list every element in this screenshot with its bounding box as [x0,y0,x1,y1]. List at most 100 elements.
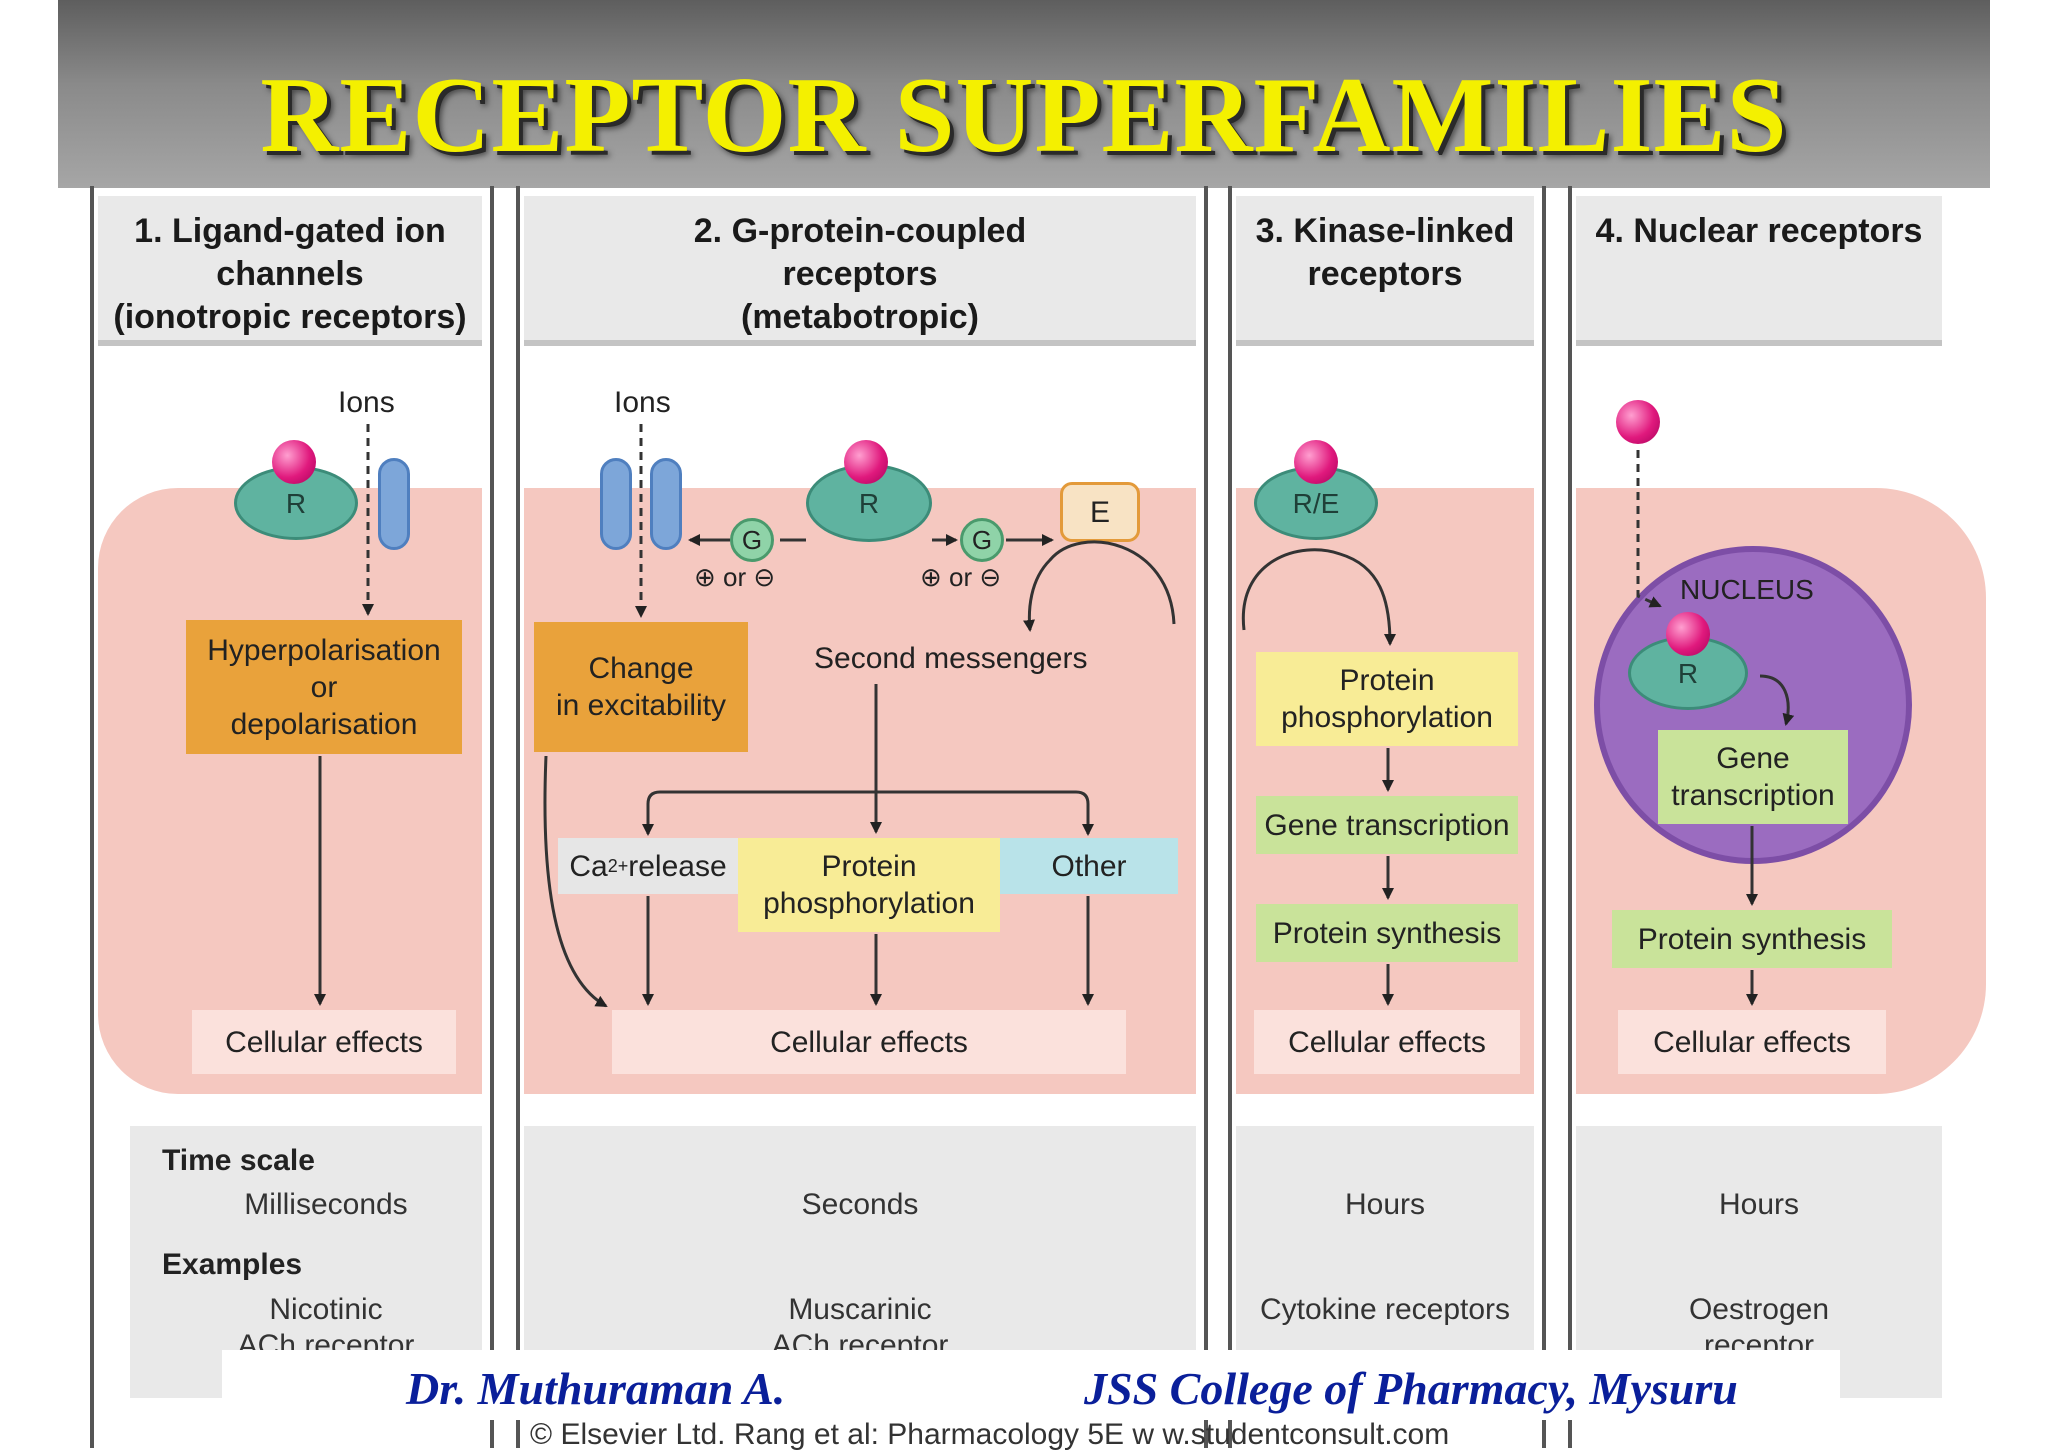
plus-or-minus: ⊕ or ⊖ [694,562,775,593]
protein-phosphorylation-box-2: Protein phosphorylation [738,838,1000,932]
ions-label: Ions [614,386,671,419]
arrow [1759,674,1795,726]
plus-icon: ⊕ [920,562,942,592]
time-value-4: Hours [1718,1188,1800,1221]
g-protein-label: G [741,524,763,555]
protein-phosphorylation-box-3: Protein phosphorylation [1256,652,1518,746]
protein-synthesis-box-3: Protein synthesis [1256,904,1518,962]
protein-synthesis-box-4: Protein synthesis [1612,910,1892,968]
arrow [543,755,608,1008]
column-frame-3 [1228,186,1546,1448]
column-header-3: 3. Kinase-linked receptors [1236,196,1534,346]
box-line: Gene [1716,742,1790,775]
cell-membrane-1 [98,488,482,1094]
receptor-label: R [1677,657,1699,689]
ca-label: Ca [569,849,608,883]
receptor-label: R [285,487,307,519]
example-line: Oestrogen [1688,1293,1830,1326]
or-label: or [949,562,973,592]
g-protein-label: G [971,524,993,555]
column-header-1-line: (ionotropic receptors) [113,298,467,336]
ligand-dashed-arrow [1636,450,1662,608]
arrow [1023,540,1176,632]
box-line: transcription [1671,779,1835,812]
column-header-2-line: receptors [782,255,938,293]
example-line: Nicotinic [269,1293,383,1326]
box-line: phosphorylation [1281,701,1493,734]
gene-transcription-box-4: Gene transcription [1658,730,1848,824]
ion-channel-icon [600,458,632,550]
box-line: or [310,670,338,704]
receptor-label: R [858,487,880,519]
footer-banner [222,1350,1840,1420]
other-box: Other [1000,838,1178,894]
column-header-1: 1. Ligand-gated ion channels (ionotropic… [98,196,482,346]
column-header-3-line: 3. Kinase-linked [1255,212,1515,250]
ligand-icon [272,440,316,484]
cellular-effects-4: Cellular effects [1618,1010,1886,1074]
minus-icon: ⊖ [979,562,1002,592]
g-protein-1: G [730,518,774,562]
copyright-text: © Elsevier Ltd. Rang et al: Pharmacology… [530,1418,1450,1451]
author-name: Dr. Muthuraman A. [406,1363,786,1414]
ligand-icon [844,440,888,484]
column-header-3-line: receptors [1307,255,1463,293]
second-messengers-label: Second messengers [814,642,1088,675]
column-frame-4 [1568,186,1946,1448]
change-excitability-box: Change in excitability [534,622,748,752]
cellular-effects-1: Cellular effects [192,1010,456,1074]
time-value-2: Seconds [801,1188,919,1221]
gene-transcription-box-3: Gene transcription [1256,796,1518,854]
plus-icon: ⊕ [694,562,716,592]
branch-line [646,790,1090,832]
nucleus-label: NUCLEUS [1680,574,1814,605]
column-header-2-line: 2. G-protein-coupled [693,212,1027,250]
column-header-2: 2. G-protein-coupled receptors (metabotr… [524,196,1196,346]
cellular-effects-2: Cellular effects [612,1010,1126,1074]
ion-channel-icon [378,458,410,550]
time-value-3: Hours [1344,1188,1426,1221]
example-3: Cytokine receptors [1236,1292,1534,1328]
column-header-4-line: 4. Nuclear receptors [1595,212,1923,250]
effector-e: E [1060,482,1140,542]
arrow [1241,548,1396,646]
column-header-1-line: 1. Ligand-gated ion [134,212,446,250]
institution-name: JSS College of Pharmacy, Mysuru [1084,1363,1738,1414]
column-header-1-line: channels [216,255,364,293]
column-header-2-line: (metabotropic) [741,298,979,336]
time-scale-label: Time scale [162,1144,315,1177]
g-protein-2: G [960,518,1004,562]
hyperpolarisation-box: Hyperpolarisation or depolarisation [186,620,462,754]
ion-channel-icon [650,458,682,550]
box-line: Protein [1339,664,1435,697]
minus-icon: ⊖ [753,562,776,592]
ions-label: Ions [338,386,395,419]
slide-title: RECEPTOR SUPERFAMILIES [260,56,1788,175]
box-line: Protein [821,850,917,883]
box-line: phosphorylation [763,887,975,920]
time-value-1: Milliseconds [244,1188,408,1221]
box-line: depolarisation [230,707,418,741]
box-line: Change [588,652,694,685]
ligand-icon [1616,400,1660,444]
ca-suffix: release [628,849,727,883]
example-line: Muscarinic [788,1293,932,1326]
ligand-icon [1294,440,1338,484]
effector-label: E [1089,495,1110,529]
ca-superscript: 2+ [607,855,629,876]
box-line: in excitability [555,689,727,722]
box-line: Hyperpolarisation [207,633,441,667]
column-frame-2 [516,186,1208,1448]
ligand-icon [1666,612,1710,656]
cellular-effects-3: Cellular effects [1254,1010,1520,1074]
plus-or-minus: ⊕ or ⊖ [920,562,1001,593]
title-bar: RECEPTOR SUPERFAMILIES [58,0,1990,188]
or-label: or [723,562,747,592]
examples-label: Examples [162,1248,303,1281]
column-frame-1 [90,186,494,1448]
receptor-label: R/E [1292,487,1340,519]
example-line: Cytokine receptors [1259,1293,1511,1326]
column-header-4: 4. Nuclear receptors [1576,196,1942,346]
